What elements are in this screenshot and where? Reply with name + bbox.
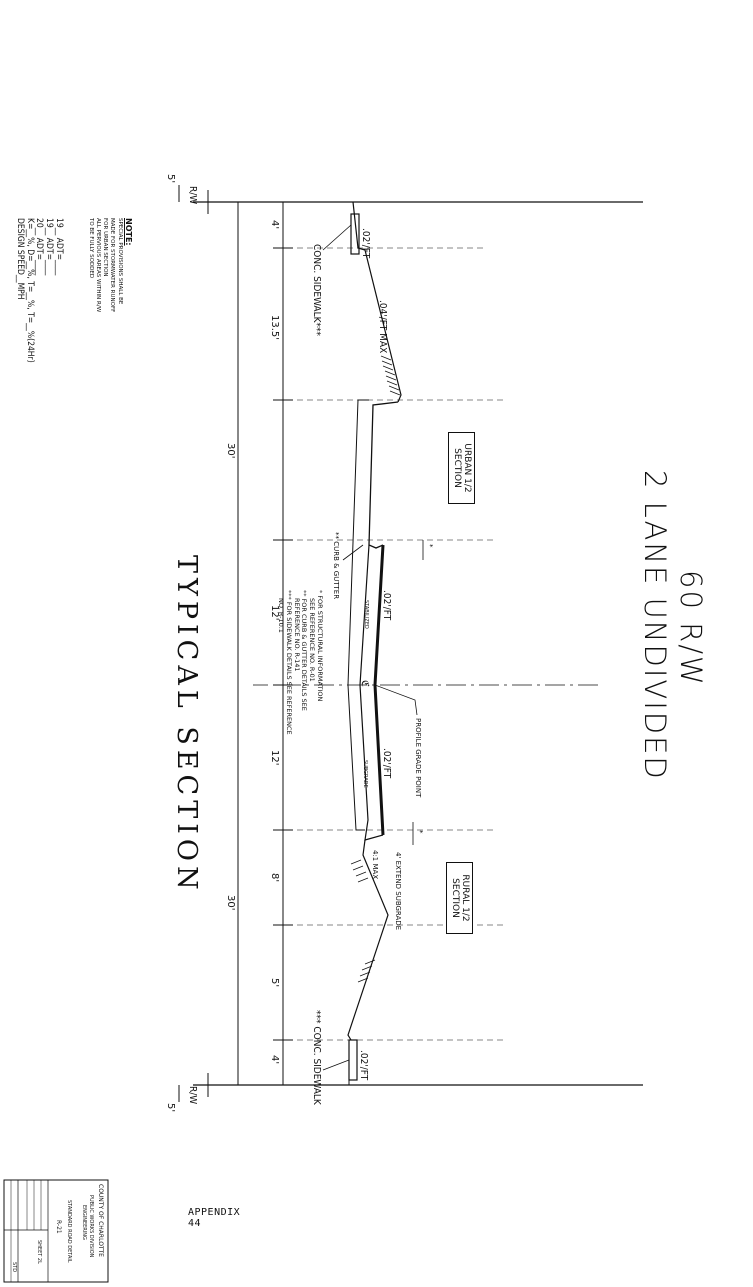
slope-right-lane: .02'/FT: [381, 748, 392, 779]
tb-detail-title: STANDARD ROAD DETAIL: [66, 1200, 72, 1263]
dim-right-half: 30': [225, 895, 236, 911]
extend-subgrade-label: 4' EXTEND SUBGRADE: [394, 852, 402, 931]
sidewalk-left: [350, 213, 360, 255]
sw-leader-left: [322, 224, 352, 251]
dim-right-sidewalk: 4': [269, 1055, 280, 1065]
slope-left-lane: .02'/FT: [381, 590, 392, 621]
title-block: [3, 1179, 109, 1283]
pavement: [373, 544, 385, 836]
rw-label-right: R/W: [187, 1086, 198, 1105]
reference-line: SEE REFERENCE NO. R-01: [308, 598, 317, 682]
ground-left: [352, 201, 402, 403]
sidewalk-left-label: CONC. SIDEWALK***: [311, 244, 322, 336]
ground-right: [347, 839, 389, 1041]
stabilized-label: STABILIZED: [363, 600, 369, 629]
appendix-label: APPENDIX 44: [188, 1207, 241, 1229]
section-title: TYPICAL SECTION: [171, 555, 202, 895]
tb-agency-sub: PUBLIC WORKS DIVISION: [88, 1195, 94, 1258]
traffic-line: K=__%, D=__%, T=__%, T=__%(24Hr): [24, 218, 35, 363]
tb-sheet: SHEET 2L: [36, 1240, 42, 1264]
slope-left-shoulder: .04'/FT MAX: [377, 300, 388, 354]
traffic-line: DESIGN SPEED__MPH: [14, 218, 25, 300]
extension-lines: [283, 247, 503, 1041]
title-line-2: 2 LANE UNDIVIDED: [638, 470, 672, 781]
note-line: TO BE FULLY SODDED: [88, 218, 95, 279]
tb-agency-sub2: ENGINEERING: [81, 1205, 87, 1240]
sidewalk-right: [348, 1039, 358, 1081]
profile-grade-label: PROFILE GRADE POINT: [414, 718, 422, 798]
reference-line: NO. R-10.1: [277, 598, 286, 633]
slope-left-sidewalk: .02'/FT: [360, 228, 371, 259]
note-line: MADE FOR STORMWATER RUNOFF: [109, 218, 116, 313]
traffic-block: 19__ ADT=____ 19__ ADT=____ 20__ ADT=___…: [14, 218, 64, 363]
star-left: *: [426, 544, 434, 548]
traffic-line: 19__ ADT=____: [44, 218, 55, 276]
title-line-1: 60 R/W: [674, 570, 708, 687]
reference-line: *** FOR SIDEWALK DETAILS SEE REFERENCE: [284, 590, 293, 735]
subgrade-label: SUBGRADE: [362, 760, 368, 788]
pgp-leader: [374, 684, 418, 716]
dim-left-edge: 5': [165, 174, 176, 184]
traffic-line: 19__ ADT=____: [54, 218, 64, 276]
tb-std: STD: [11, 1262, 17, 1273]
urban-section-box: URBAN 1/2 SECTION: [448, 432, 475, 504]
hatch-right: [350, 859, 376, 983]
dim-right-lane: 12': [269, 750, 280, 766]
dim-left-half: 30': [225, 443, 236, 459]
centerline-symbol: ℭ: [359, 680, 370, 688]
note-line: SPECIAL PROVISIONS SHALL BE: [116, 218, 123, 305]
sidewalk-right-label: *** CONC. SIDEWALK: [311, 1010, 322, 1105]
rural-section-box: RURAL 1/2 SECTION: [446, 862, 473, 934]
star-right: *: [416, 830, 424, 834]
reference-line: ** FOR CURB & GUTTER DETAILS SEE: [300, 590, 309, 711]
subgrade-line: [347, 399, 369, 831]
references-block: * FOR STRUCTURAL INFORMATION SEE REFEREN…: [276, 590, 324, 735]
base-course: [359, 544, 384, 841]
dim-right-edge: 5': [165, 1103, 176, 1113]
slope-max-label: 4:1 MAX: [371, 850, 379, 880]
cg-leader: [342, 544, 364, 561]
curb-gutter-label: ** CURB & GUTTER: [332, 532, 340, 600]
reference-line: REFERENCE NO. R-141: [292, 598, 301, 672]
tb-agency: COUNTY OF CHARLOTTE: [97, 1184, 104, 1257]
rw-label-left: R/W: [187, 186, 198, 205]
note-line: FOR URBAN SECTION: [102, 218, 109, 277]
note-heading: NOTE:: [124, 218, 133, 246]
traffic-line: 20__ ADT=____: [34, 218, 45, 276]
hatch-left: [380, 355, 401, 396]
dim-left-sidewalk: 4': [269, 220, 280, 230]
dim-right-ditch: 8': [269, 873, 280, 883]
curb-gutter: [368, 401, 399, 549]
slope-right-sidewalk: .02'/FT: [358, 1050, 369, 1081]
note-block: NOTE: SPECIAL PROVISIONS SHALL BE MADE F…: [87, 218, 133, 312]
dim-right-berm: 5': [269, 978, 280, 988]
note-line: ALL PERVIOUS AREAS WITHIN R/W: [95, 218, 102, 313]
dim-left-shoulder: 13.5': [269, 315, 280, 341]
tb-detail-no: R-21: [55, 1220, 62, 1234]
reference-line: * FOR STRUCTURAL INFORMATION: [316, 590, 324, 702]
sw-leader-right: [322, 1059, 350, 1071]
